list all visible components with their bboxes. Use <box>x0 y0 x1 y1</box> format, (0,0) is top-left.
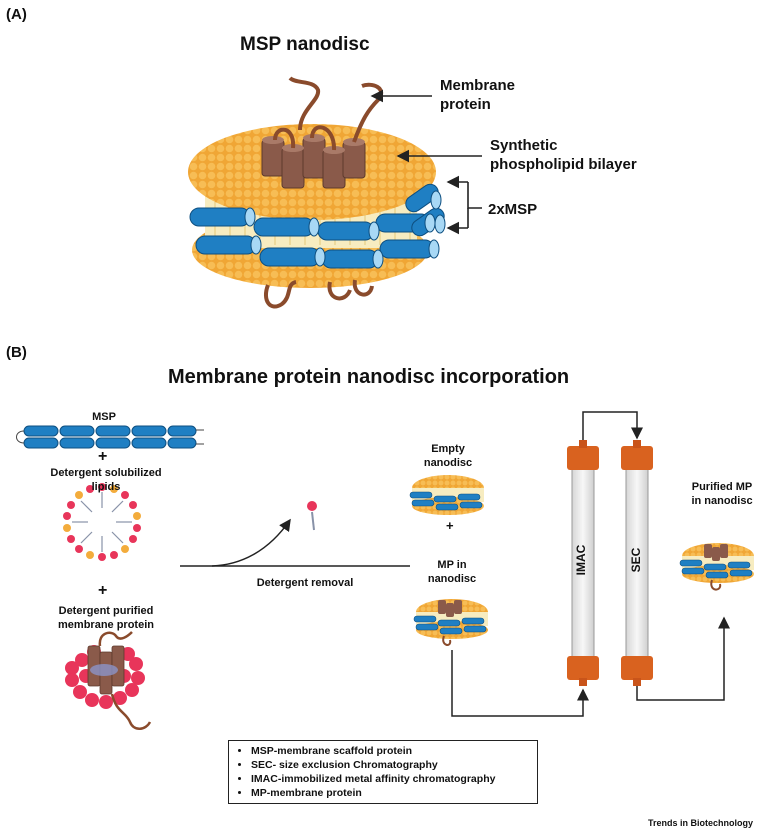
purified-nanodisc-icon <box>679 543 754 591</box>
plus-sign: + <box>98 582 108 599</box>
label-line: lipids <box>91 481 121 493</box>
label-line: Detergent solubilized <box>50 467 162 479</box>
label-line: membrane protein <box>58 619 154 631</box>
detergent-molecule-icon <box>311 511 315 531</box>
label-line: nanodisc <box>423 457 473 469</box>
sec-label: SEC <box>629 547 643 573</box>
legend-item: MP-membrane protein <box>251 786 529 800</box>
sec-column <box>621 440 653 686</box>
label-line: Empty <box>431 443 465 455</box>
label-line: in nanodisc <box>691 495 753 507</box>
panel-b-label: (B) <box>6 344 27 361</box>
detergent-removal-label: Detergent removal <box>256 577 354 589</box>
legend-item: SEC- size exclusion Chromatography <box>251 758 529 772</box>
msp-label: MSP <box>92 411 116 423</box>
panel-b-title: Membrane protein nanodisc incorporation <box>168 366 570 388</box>
journal-footer: Trends in Biotechnology <box>648 818 754 828</box>
panel-a-title: MSP nanodisc <box>240 34 370 55</box>
msp-strip <box>23 425 197 449</box>
empty-nanodisc-icon <box>409 475 484 515</box>
empty-nanodisc-label: Empty nanodisc <box>414 442 482 470</box>
msp-callout-label: 2xMSP <box>488 201 538 218</box>
callout-line: Membrane <box>440 77 516 94</box>
plus-sign: + <box>446 518 454 533</box>
callout-line: phospholipid bilayer <box>490 156 637 173</box>
plus-sign: + <box>98 448 108 465</box>
membrane-protein-label: Membrane protein <box>440 76 515 114</box>
bilayer-label: Synthetic phospholipid bilayer <box>490 136 637 174</box>
mp-nanodisc-label: MP in nanodisc <box>418 558 486 586</box>
callout-line: protein <box>440 96 491 113</box>
imac-column <box>567 440 599 686</box>
detergent-purified-protein <box>65 631 152 730</box>
detergent-protein-label: Detergent purified membrane protein <box>36 604 176 632</box>
callout-line: Synthetic <box>490 137 558 154</box>
imac-label: IMAC <box>574 544 588 576</box>
detergent-lipids-label: Detergent solubilized lipids <box>36 466 176 494</box>
label-line: MP in <box>437 559 467 571</box>
purified-label: Purified MP in nanodisc <box>684 480 760 508</box>
label-line: Purified MP <box>691 481 753 493</box>
legend-item: MSP-membrane scaffold protein <box>251 744 529 758</box>
label-line: Detergent purified <box>58 605 154 617</box>
legend-item: IMAC-immobilized metal affinity chromato… <box>251 772 529 786</box>
msp-nanodisc-illustration <box>188 76 446 309</box>
msp-belt <box>189 183 445 269</box>
abbreviation-legend: MSP-membrane scaffold protein SEC- size … <box>228 740 538 804</box>
detergent-lipid-micelle <box>63 483 141 561</box>
label-line: nanodisc <box>427 573 477 585</box>
mp-nanodisc-icon <box>413 599 488 646</box>
panel-a-label: (A) <box>6 6 27 23</box>
